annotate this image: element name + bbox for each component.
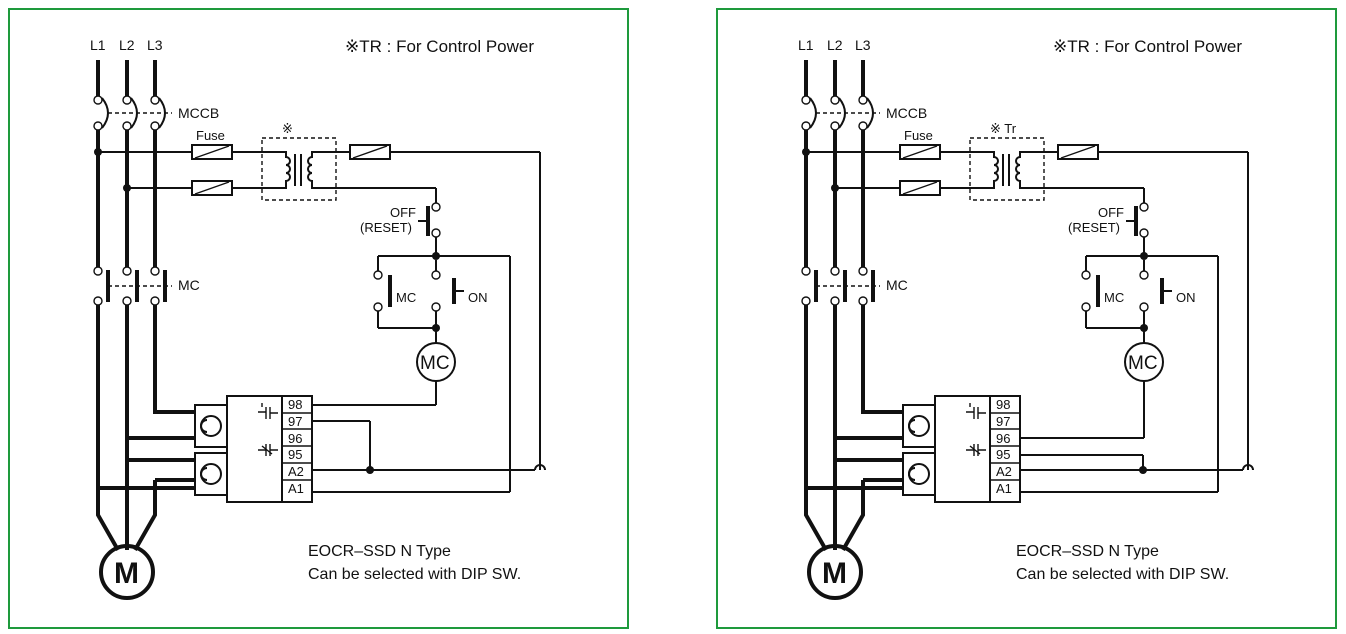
on-label: ON xyxy=(468,290,488,305)
main-mc-contacts: MC xyxy=(93,266,200,306)
eocr-relay: 98 97 96 95 A2 A1 xyxy=(127,395,313,503)
fuse-2 xyxy=(899,180,941,196)
motor: M xyxy=(96,438,157,600)
on-button: ON xyxy=(1139,270,1196,312)
motor: M xyxy=(804,438,865,600)
terminal-96: 96 xyxy=(288,431,302,446)
reset-label: (RESET) xyxy=(1068,220,1120,235)
tr-note: ※TR : For Control Power xyxy=(345,37,534,56)
mccb: MCCB xyxy=(93,60,219,131)
label-l1: L1 xyxy=(90,37,106,53)
fuse-1 xyxy=(191,144,233,160)
label-l2: L2 xyxy=(119,37,135,53)
mc-aux-label: MC xyxy=(1104,290,1124,305)
transformer: ※ Tr xyxy=(969,121,1045,201)
off-label: OFF xyxy=(1098,205,1124,220)
mc-coil-label: MC xyxy=(420,353,450,374)
main-mc-label: MC xyxy=(886,277,908,293)
mc-aux-label: MC xyxy=(396,290,416,305)
motor-label: M xyxy=(822,557,847,590)
terminal-a1: A1 xyxy=(996,481,1012,496)
caption-type: EOCR–SSD N Type xyxy=(1016,543,1159,560)
reset-label: (RESET) xyxy=(360,220,412,235)
terminal-98: 98 xyxy=(288,397,302,412)
off-reset-button: OFF (RESET) xyxy=(1068,202,1149,238)
transformer-label: ※ xyxy=(282,121,293,136)
mccb: MCCB xyxy=(801,60,927,131)
tr-note: ※TR : For Control Power xyxy=(1053,37,1242,56)
fuse-3 xyxy=(1057,144,1099,160)
off-label: OFF xyxy=(390,205,416,220)
on-label: ON xyxy=(1176,290,1196,305)
label-l2: L2 xyxy=(827,37,843,53)
terminal-a2: A2 xyxy=(996,464,1012,479)
transformer-label: ※ Tr xyxy=(990,121,1017,136)
terminal-98: 98 xyxy=(996,397,1010,412)
terminal-97: 97 xyxy=(996,414,1010,429)
on-button: ON xyxy=(431,270,488,312)
transformer: ※ xyxy=(261,121,337,201)
wiring-diagram-left: L1 L2 L3 ※TR : For Control Power MCCB Fu… xyxy=(8,8,629,629)
terminal-95: 95 xyxy=(288,447,302,462)
main-mc-label: MC xyxy=(178,277,200,293)
caption-type: EOCR–SSD N Type xyxy=(308,543,451,560)
terminal-a2: A2 xyxy=(288,464,304,479)
off-reset-button: OFF (RESET) xyxy=(360,202,441,238)
fuse-1 xyxy=(899,144,941,160)
fuse-3 xyxy=(349,144,391,160)
circuit-right: L1 L2 L3 ※TR : For Control Power MCCB Fu… xyxy=(798,37,1254,600)
circuit-left: L1 L2 L3 ※TR : For Control Power MCCB Fu… xyxy=(90,37,546,600)
mc-aux-contact: MC xyxy=(1081,270,1124,312)
label-l3: L3 xyxy=(147,37,163,53)
mc-coil: MC xyxy=(1124,342,1164,382)
motor-label: M xyxy=(114,557,139,590)
caption-dip: Can be selected with DIP SW. xyxy=(308,566,521,583)
main-mc-contacts: MC xyxy=(801,266,908,306)
eocr-relay: 98 97 96 95 A2 A1 xyxy=(835,395,1021,503)
fuse-label: Fuse xyxy=(904,128,933,143)
label-l1: L1 xyxy=(798,37,814,53)
terminal-96: 96 xyxy=(996,431,1010,446)
terminal-95: 95 xyxy=(996,447,1010,462)
terminal-97: 97 xyxy=(288,414,302,429)
fuse-label: Fuse xyxy=(196,128,225,143)
mccb-label: MCCB xyxy=(178,105,219,121)
caption-dip: Can be selected with DIP SW. xyxy=(1016,566,1229,583)
mccb-label: MCCB xyxy=(886,105,927,121)
mc-coil-label: MC xyxy=(1128,353,1158,374)
mc-aux-contact: MC xyxy=(373,270,416,312)
label-l3: L3 xyxy=(855,37,871,53)
terminal-a1: A1 xyxy=(288,481,304,496)
fuse-2 xyxy=(191,180,233,196)
mc-coil: MC xyxy=(416,342,456,382)
wiring-diagram-right: L1 L2 L3 ※TR : For Control Power MCCB Fu… xyxy=(716,8,1337,629)
